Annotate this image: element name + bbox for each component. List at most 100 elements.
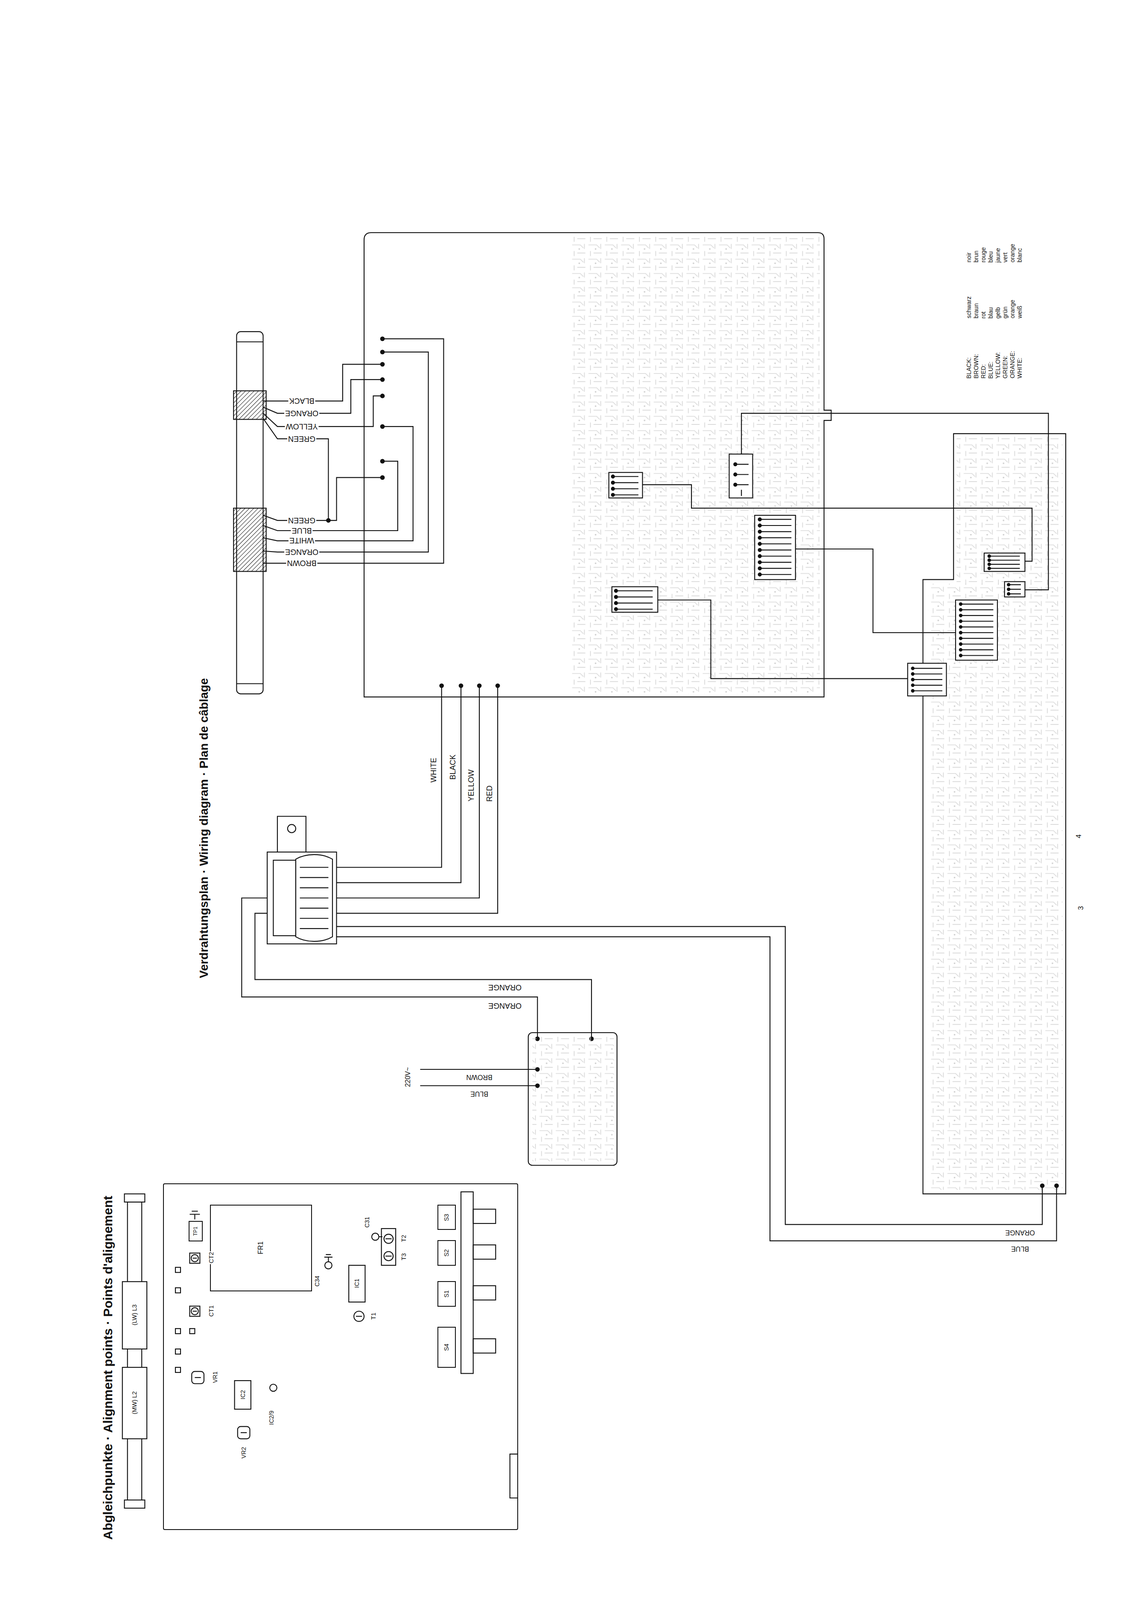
trimmer-capacitor	[189, 1305, 200, 1317]
switch-box: S3	[437, 1204, 456, 1231]
wire-color: ORANGE	[487, 1001, 523, 1010]
part-label: IC2/9	[268, 1409, 275, 1426]
board-heading: Abgleichpunkte · Alignment points · Poin…	[101, 1194, 115, 1541]
pcb-connector	[733, 472, 737, 476]
transformer	[267, 851, 337, 944]
pcb-connector	[959, 619, 962, 623]
alignment-board: Abgleichpunkte · Alignment points · Poin…	[163, 1183, 519, 1530]
mains-cable	[419, 1069, 538, 1086]
transformer-wire	[336, 685, 462, 883]
pcb-connector	[911, 667, 915, 670]
wire-color: BLUE	[1010, 1244, 1030, 1253]
wire-color: BLACK	[448, 753, 458, 781]
pcb-texture-area	[571, 236, 820, 694]
part-label: TP1	[192, 1225, 199, 1237]
wire-color: GREEN	[287, 515, 317, 525]
pcb-connector	[912, 668, 943, 691]
wire-color: YELLOW	[285, 422, 319, 431]
wire-color: WHITE	[429, 756, 438, 784]
ribbon-cable	[795, 548, 956, 633]
pcb-connector	[1007, 583, 1010, 586]
test-pad	[175, 1267, 181, 1273]
color-legend-text: noir	[965, 251, 973, 263]
pcb-connector	[758, 523, 762, 527]
pcb-connector	[614, 595, 618, 599]
antenna-wire	[263, 379, 383, 414]
pcb-connector	[612, 476, 639, 495]
pcb-connector	[959, 614, 962, 617]
color-legend-text: RED:	[979, 363, 987, 380]
color-legend-text: bleu	[987, 250, 994, 263]
antenna-wire	[263, 352, 429, 553]
part-label: T1	[370, 1311, 377, 1320]
diagram-title: Verdrahtungsplan · Wiring diagram · Plan…	[197, 677, 211, 980]
coil-section	[122, 1281, 147, 1349]
adjustable-coil	[355, 1315, 362, 1317]
part-label: C31	[363, 1215, 371, 1229]
color-legend-text: jaune	[994, 246, 1002, 263]
pcb-connector	[614, 601, 618, 605]
antenna-wire	[263, 395, 383, 427]
color-legend-text: braun	[972, 302, 980, 320]
mains-pcb-outline	[528, 1032, 618, 1166]
transformer-wire	[336, 685, 442, 867]
antenna-wire	[263, 426, 414, 541]
test-point	[378, 1235, 383, 1237]
switch-button	[473, 1209, 496, 1224]
solder-point	[380, 424, 385, 429]
pcb-connector	[911, 683, 915, 687]
pcb-texture-area	[956, 436, 1063, 586]
coil-section	[122, 1367, 147, 1439]
pcb-connector	[609, 472, 643, 499]
adjustable-coil	[384, 1233, 394, 1244]
pcb-connector	[984, 553, 1026, 572]
color-legend-text: blau	[987, 306, 994, 320]
trimmer-potentiometer	[240, 1431, 247, 1433]
alignment-drawing	[122, 1191, 519, 1508]
switch-button	[473, 1285, 496, 1300]
antenna-coil	[233, 390, 266, 420]
part-label: S4	[443, 1342, 450, 1352]
wire-color: YELLOW	[466, 768, 476, 802]
pcb-connector	[609, 472, 643, 499]
pcb-connector	[729, 454, 753, 499]
pcb-connector	[1007, 587, 1010, 591]
primary-wire	[254, 912, 592, 1039]
color-legend-text: orange	[1008, 242, 1016, 264]
transformer	[277, 816, 307, 852]
solder-point	[380, 349, 385, 354]
pcb-connector	[612, 586, 659, 613]
solder-point	[380, 475, 385, 480]
pcb-connector	[729, 454, 753, 499]
coil-label: (MW) L2	[131, 1390, 138, 1415]
antenna-wire	[263, 460, 398, 531]
part-label: S1	[443, 1288, 450, 1298]
rod-cap	[124, 1499, 146, 1508]
pcb-connector	[1008, 584, 1021, 595]
test-point-box: TP1	[188, 1220, 203, 1242]
color-legend-text: rot	[979, 310, 987, 320]
part-label: FR1	[256, 1240, 265, 1255]
coil-label: (LW) L3	[131, 1303, 138, 1327]
pcb-connector	[758, 548, 762, 552]
part-label: VR2	[240, 1445, 248, 1459]
part-label: C34	[313, 1274, 321, 1288]
pcb-connector	[988, 562, 991, 566]
color-legend-text: orange	[1008, 298, 1016, 320]
ic-outline	[234, 1380, 251, 1409]
trimmer-capacitor	[192, 1310, 198, 1312]
pcb-connector	[907, 663, 947, 696]
color-legend-text: gelb	[994, 306, 1002, 320]
color-legend-text: vert	[1001, 251, 1009, 263]
pcb-connector	[611, 493, 615, 497]
wire-color: BLUE	[291, 526, 313, 535]
pcb-connector	[1007, 592, 1010, 595]
ribbon-cable	[741, 413, 1049, 590]
pcb-connector	[959, 631, 962, 634]
pcb-connector	[988, 566, 991, 570]
part-label: VR1	[211, 1370, 219, 1384]
trimmer-capacitor	[189, 1252, 200, 1316]
color-legend-text: blanc	[1016, 247, 1024, 263]
pcb-connector	[758, 572, 762, 576]
test-pad	[175, 1287, 181, 1293]
